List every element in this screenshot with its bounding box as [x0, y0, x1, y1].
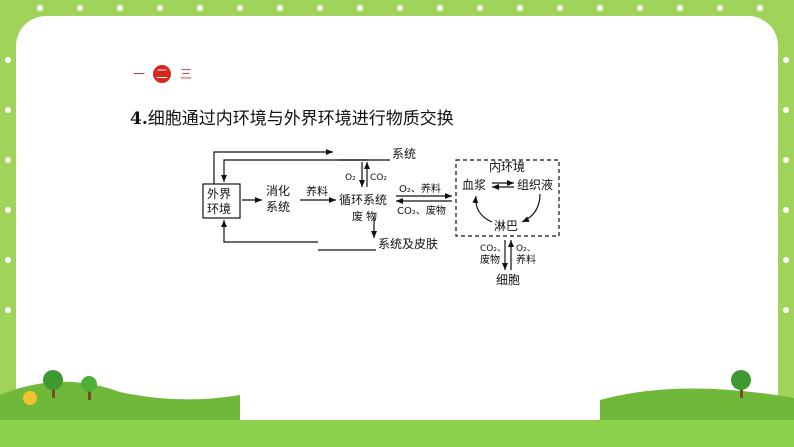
co2-bottom-label-1: CO₂、 [480, 244, 506, 254]
arrow-blank-to-env [221, 159, 368, 182]
heading-text: 细胞通过内环境与外界环境进行物质交换 [147, 109, 454, 129]
nav-item-1[interactable]: 一 [132, 67, 145, 81]
digest-label-2: 系统 [266, 200, 290, 214]
o2-bottom-label-2: 养料 [516, 253, 536, 266]
co2-waste-label: CO₂、废物 [397, 204, 446, 217]
o2-bottom-label-1: O₂、 [516, 244, 536, 254]
circulation-label: 循环系统 [339, 193, 387, 207]
system-top-label: 系统 [392, 147, 416, 161]
outer-env-label-2: 环境 [207, 201, 231, 216]
outer-env-label-1: 外界 [207, 187, 231, 201]
internal-env-box [455, 159, 560, 237]
tree-decoration [23, 370, 97, 405]
arrow-to-blank-system [213, 149, 333, 184]
outer-env-box [202, 183, 241, 219]
digest-label-1: 消化 [266, 184, 290, 198]
nav-item-2-active[interactable]: 二 [153, 65, 171, 83]
tissue-fluid-label: 组织液 [517, 177, 553, 192]
slide-heading: 4.细胞通过内环境与外界环境进行物质交换 [130, 104, 454, 129]
nutrients-label: 养料 [306, 184, 328, 198]
waste-label-2: 物 [366, 209, 377, 223]
heading-number: 4. [130, 109, 148, 129]
internal-env-label: 内环境 [489, 159, 525, 174]
co2-bottom-label-2: 废物 [480, 253, 500, 266]
waste-label-1: 废 [352, 209, 363, 223]
border-dots [5, 5, 789, 313]
nav-item-3[interactable]: 三 [179, 67, 192, 81]
plasma-label: 血浆 [462, 177, 486, 192]
o2-nutrients-label: O₂、养料 [399, 182, 441, 195]
system-skin-label: 系统及皮肤 [378, 236, 438, 251]
cell-label: 细胞 [496, 273, 520, 287]
tree-decoration-right [731, 370, 751, 398]
o2-left-label: O₂ [345, 173, 356, 183]
co2-left-label: CO₂ [370, 173, 387, 183]
lymph-label: 淋巴 [494, 219, 518, 233]
